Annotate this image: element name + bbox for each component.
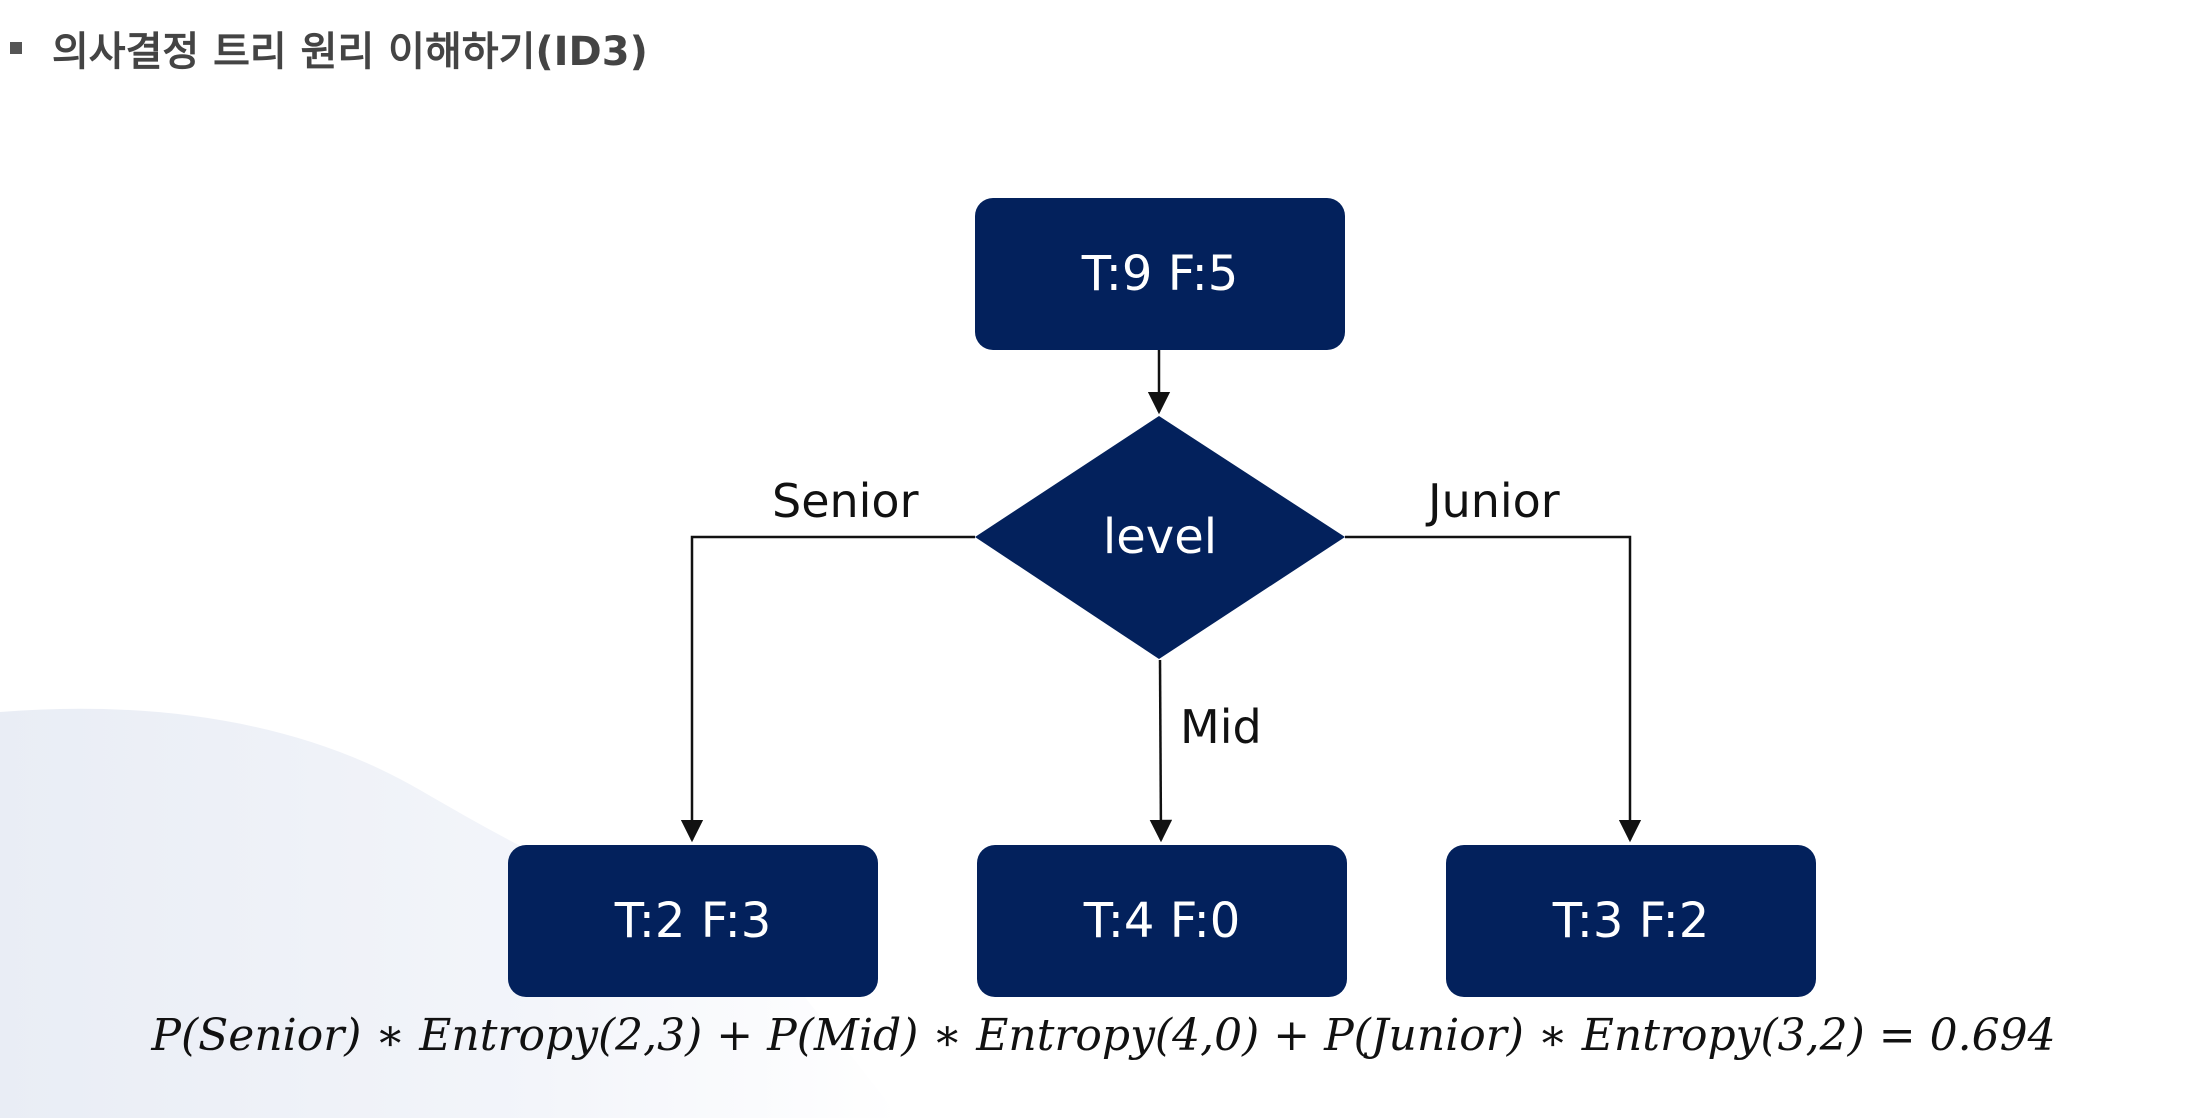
leaf-node-junior: T:3 F:2: [1446, 845, 1816, 997]
leaf-node-junior-label: T:3 F:2: [1552, 893, 1710, 949]
root-node: T:9 F:5: [975, 198, 1345, 350]
entropy-formula: P(Senior) ∗ Entropy(2,3) + P(Mid) ∗ Entr…: [151, 1010, 2056, 1061]
bullet-square-icon: [10, 42, 22, 54]
leaf-node-senior: T:2 F:3: [508, 845, 878, 997]
slide-header: 의사결정 트리 원리 이해하기(ID3): [10, 18, 648, 78]
edge-label-junior: Junior: [1428, 474, 1560, 528]
leaf-node-mid-label: T:4 F:0: [1083, 893, 1241, 949]
edge-mid: [1149, 659, 1173, 843]
decision-diamond: [975, 416, 1345, 659]
edge-label-mid: Mid: [1180, 700, 1262, 754]
leaf-node-mid: T:4 F:0: [977, 845, 1347, 997]
root-node-label: T:9 F:5: [1081, 246, 1239, 302]
edge-senior: [680, 535, 975, 843]
slide-title: 의사결정 트리 원리 이해하기(ID3): [52, 29, 648, 75]
edge-junior: [1345, 535, 1642, 843]
edge-label-senior: Senior: [772, 474, 919, 528]
decision-node-label: level: [1102, 509, 1218, 565]
leaf-node-senior-label: T:2 F:3: [614, 893, 772, 949]
